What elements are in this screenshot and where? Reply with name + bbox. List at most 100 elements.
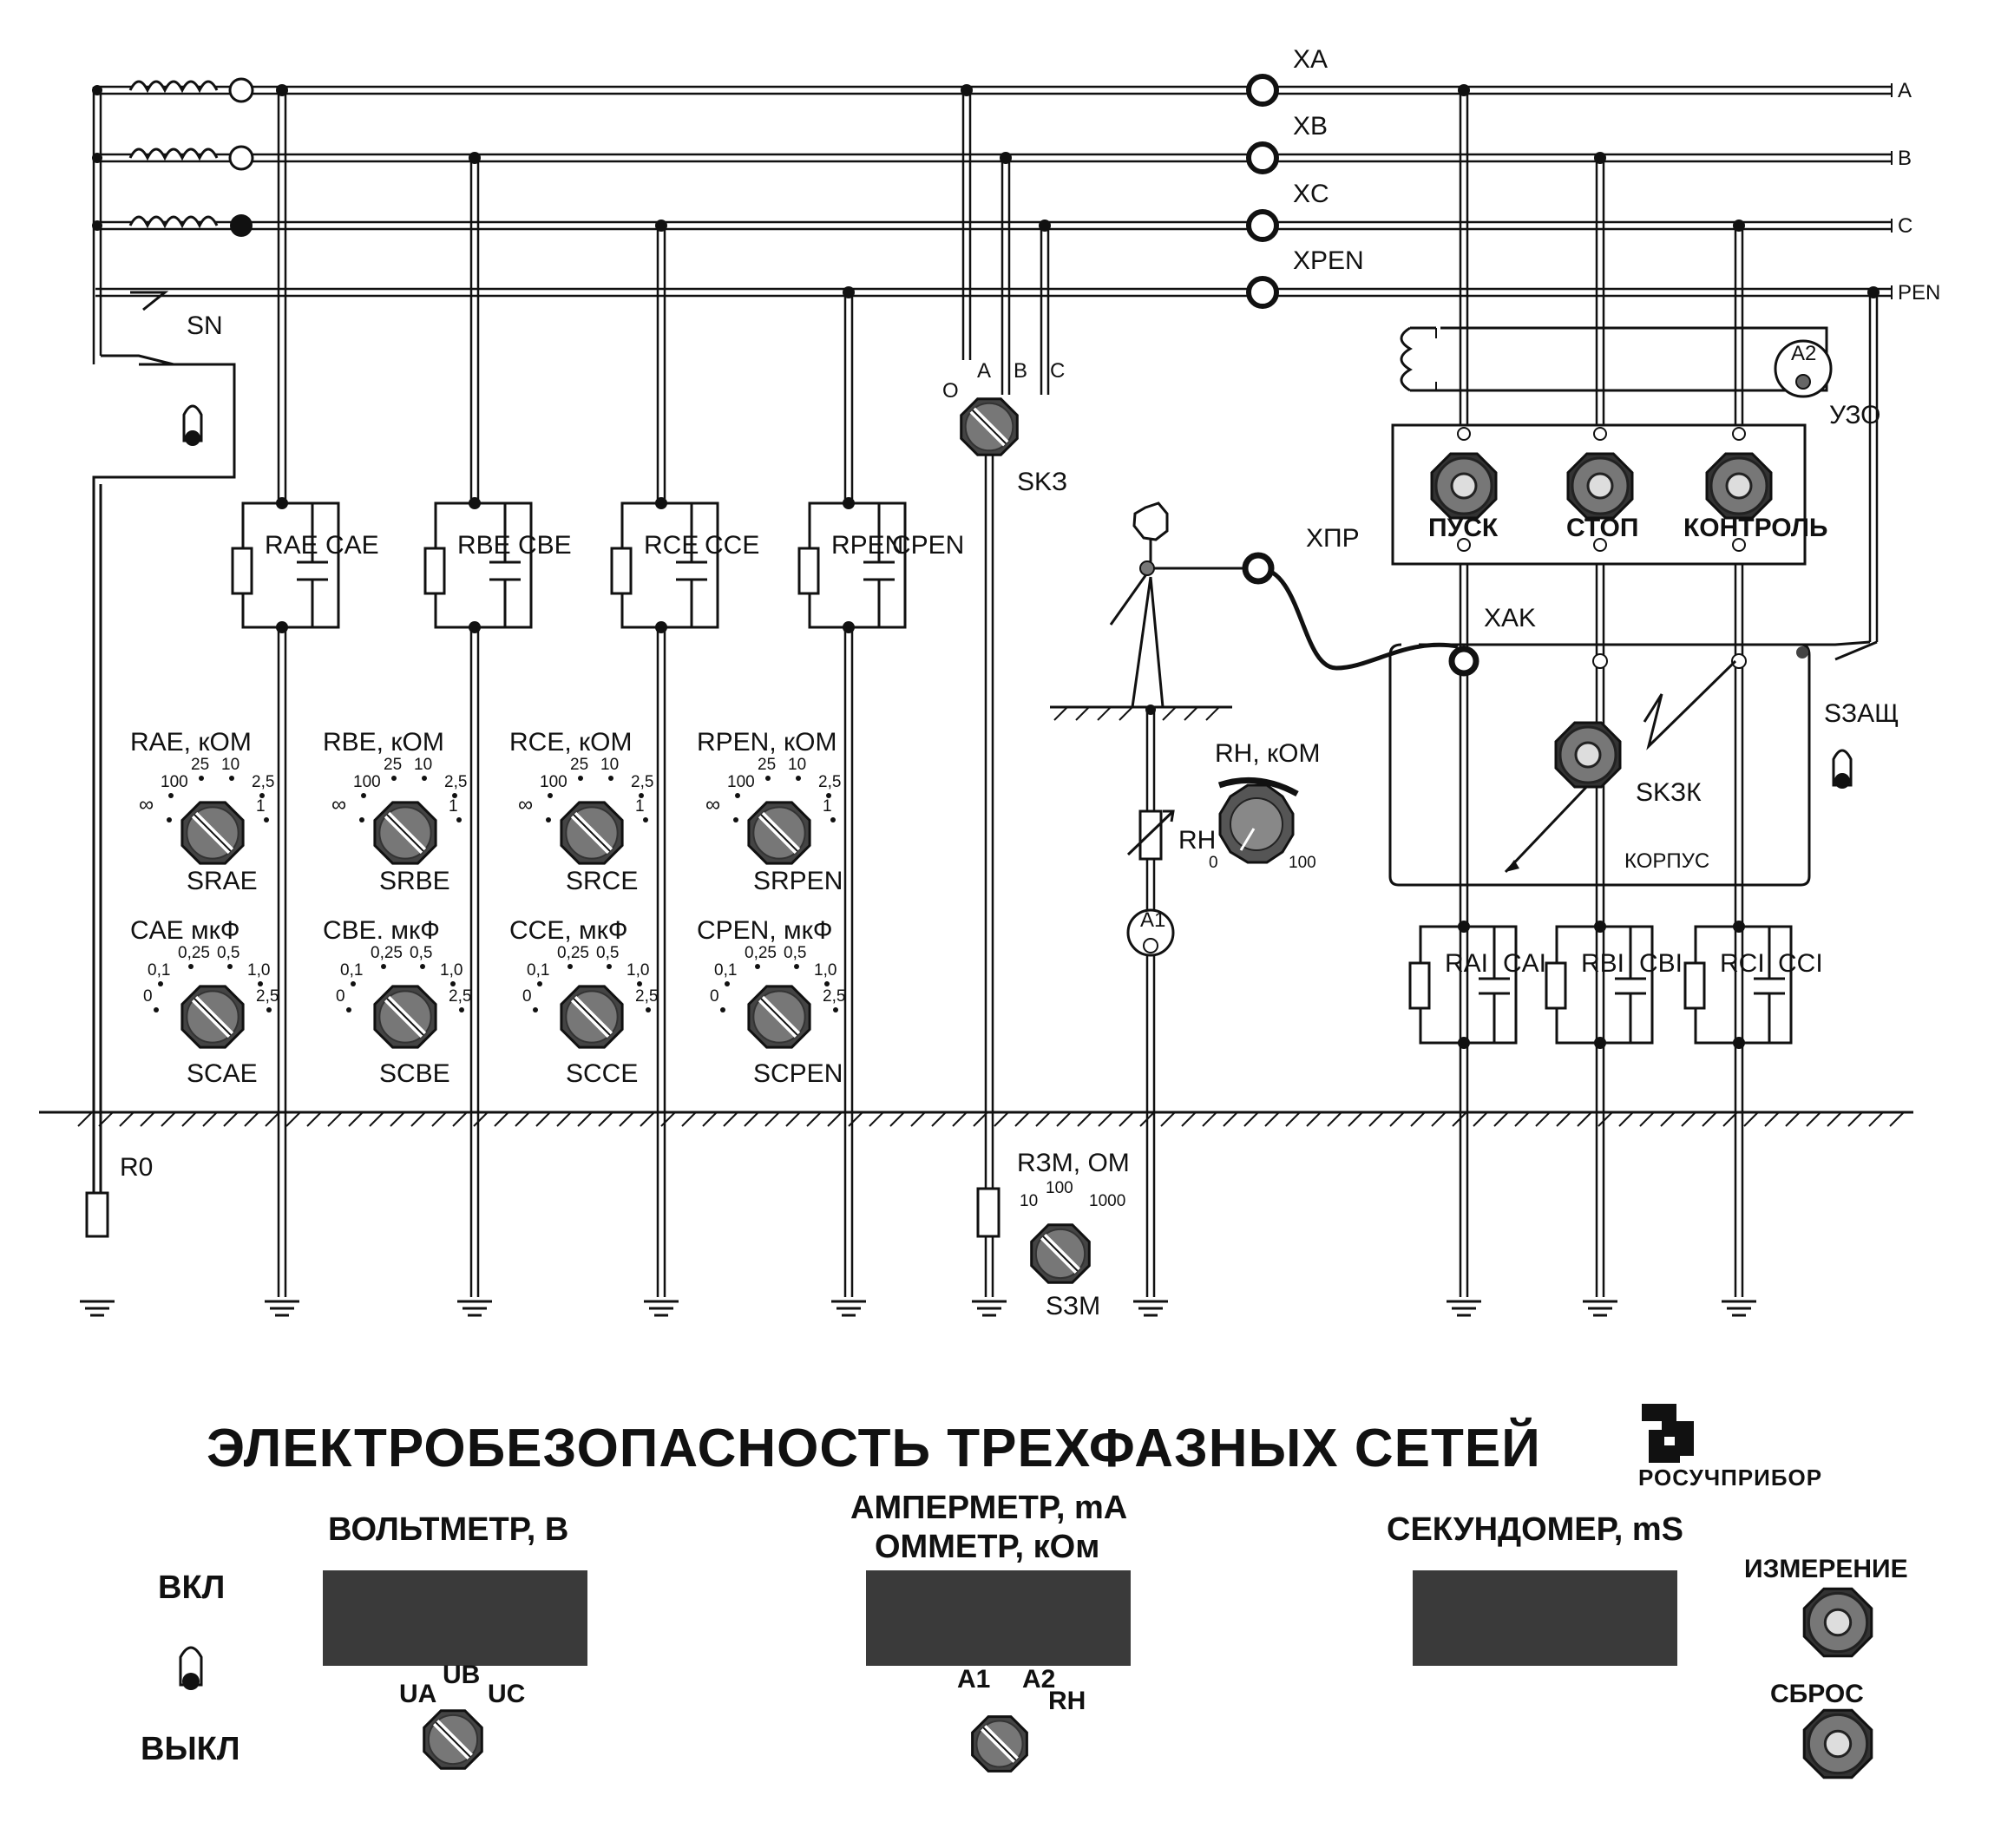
scale-dot [391, 776, 397, 781]
terminal-xa[interactable] [1246, 74, 1279, 107]
c-scale-mark: 2,5 [823, 987, 845, 1006]
rn-label: RH [1178, 826, 1216, 855]
r-selector-knob[interactable] [560, 801, 624, 865]
uzo-stop-button[interactable] [1566, 452, 1634, 520]
c-scale-mark: 2,5 [449, 987, 471, 1006]
r-selector-knob[interactable] [747, 801, 811, 865]
line-b-label: B [1898, 147, 1912, 170]
branch-r-label: RBE [457, 531, 511, 560]
knob-pointer-edge [972, 410, 1007, 444]
szasch-toggle[interactable] [1832, 749, 1853, 789]
rn-title: RH, кОМ [1215, 739, 1320, 768]
c-selector-knob[interactable] [180, 985, 245, 1049]
measure-button[interactable] [1802, 1587, 1873, 1658]
r-selector-knob[interactable] [373, 801, 437, 865]
rn-knob[interactable] [1218, 783, 1295, 864]
branch-wire-top [843, 292, 854, 499]
xak-label: XAK [1484, 604, 1536, 632]
skzk-button[interactable] [1554, 721, 1622, 789]
terminal-xpen[interactable] [1246, 276, 1279, 309]
a-sel-rh: RH [1048, 1687, 1086, 1715]
resistor-icon [797, 547, 820, 595]
scale-dot [346, 1007, 351, 1012]
r-scale-mark: ∞ [139, 793, 154, 816]
c-selector-knob[interactable] [373, 985, 437, 1049]
rc-frame [241, 501, 340, 629]
scale-dot [456, 817, 462, 822]
r-scale-mark: 10 [221, 756, 239, 774]
r-selector-knob[interactable] [180, 801, 245, 865]
scale-dot [227, 964, 233, 969]
c-selector-knob[interactable] [560, 985, 624, 1049]
power-toggle[interactable] [179, 1646, 203, 1690]
r-scale-mark: 25 [758, 756, 776, 774]
branch-junction [276, 84, 288, 96]
r-selector-label: SRAE [187, 867, 258, 895]
scale-dot [229, 776, 234, 781]
c-scale-mark: 1,0 [247, 961, 270, 980]
branch-r-label: RCE [644, 531, 699, 560]
v-sel-uc: UC [488, 1680, 525, 1708]
rzm-branch: RЗМ, ОМ 10 100 1000 SЗМ [976, 1149, 1130, 1320]
r-scale-mark: 1 [823, 797, 832, 816]
c-selector-title: CCE, мкФ [509, 916, 628, 945]
phase-terminals: XA XB XC XPEN A B C PEN [1246, 45, 1940, 309]
reset-button[interactable] [1802, 1708, 1873, 1779]
scale-dot [154, 1007, 159, 1012]
branch-wire-bottom [277, 627, 287, 1297]
c-scale-mark: 0,5 [784, 944, 806, 962]
resistor-icon [1408, 961, 1431, 1010]
skzk-label: SKЗК [1636, 778, 1702, 807]
line-c-label: C [1898, 214, 1912, 238]
resistor-icon [1683, 961, 1706, 1010]
load-c-label: CAI [1503, 949, 1546, 978]
c-scale-mark: 2,5 [635, 987, 658, 1006]
scale-dot [578, 776, 583, 781]
terminal-xpr[interactable] [1242, 552, 1275, 585]
load-r-label: RBI [1581, 949, 1624, 978]
branch-wire-top [277, 90, 287, 499]
r-selector-label: SRBE [379, 867, 450, 895]
r-scale-mark: 25 [191, 756, 209, 774]
scale-dot [833, 1007, 838, 1012]
terminal-xak[interactable] [1448, 645, 1479, 677]
button-center [1823, 1729, 1853, 1759]
ground-icon [644, 1300, 679, 1317]
scale-dot [755, 964, 760, 969]
scale-dot [422, 776, 427, 781]
ground-icon [972, 1300, 1007, 1317]
skz-pos-a: A [977, 359, 991, 383]
capacitor-icon [1479, 927, 1510, 1043]
xpr-label: XПР [1306, 524, 1360, 553]
voltmeter-label: ВОЛЬТМЕТР, В [328, 1511, 568, 1548]
szm-knob[interactable] [1030, 1223, 1091, 1284]
scale-dot [381, 964, 386, 969]
voltmeter-selector-knob[interactable] [423, 1709, 483, 1770]
r-selector-title: RAE, кОМ [130, 728, 252, 757]
terminal-xc[interactable] [1246, 209, 1279, 242]
rc-frame [434, 501, 533, 629]
rc-frame [620, 501, 719, 629]
resistor-icon [231, 547, 253, 595]
xpen-label: XPEN [1293, 246, 1364, 275]
terminal-xb[interactable] [1246, 141, 1279, 174]
r-selector-title: RCE, кОМ [509, 728, 632, 757]
rzm-scale-1000: 1000 [1089, 1192, 1125, 1210]
branch-r-label: RPEN [831, 531, 903, 560]
sn-toggle[interactable] [182, 404, 203, 446]
button-center [1823, 1608, 1853, 1637]
c-selector-knob[interactable] [747, 985, 811, 1049]
button-center [1725, 472, 1753, 500]
uzo-control-button[interactable] [1705, 452, 1773, 520]
ammeter-selector-knob[interactable] [971, 1715, 1028, 1773]
skz-knob[interactable] [960, 397, 1019, 456]
r-scale-mark: 2,5 [818, 773, 841, 791]
scale-dot [639, 793, 644, 798]
sn-label: SN [187, 311, 223, 340]
uzo-start-button[interactable] [1430, 452, 1498, 520]
c-scale-mark: 0,1 [714, 961, 737, 980]
c-selector-label: SCPEN [753, 1059, 843, 1088]
